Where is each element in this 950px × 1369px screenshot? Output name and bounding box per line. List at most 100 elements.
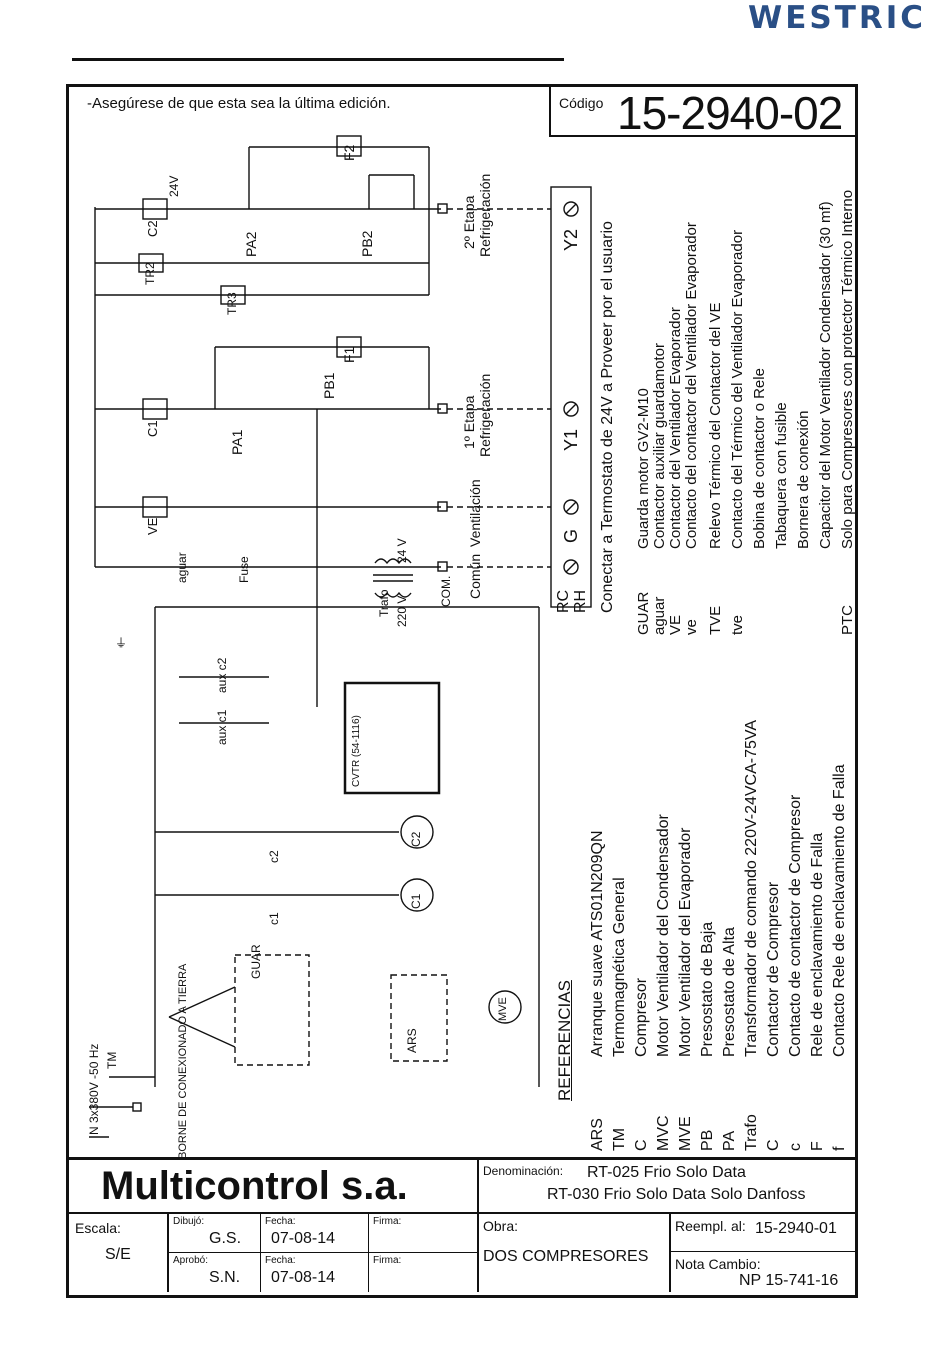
reference-text: Transformador de comando 220V-24VCA-75VA: [743, 719, 760, 1057]
denominacion-cell: Denominación: RT-025 Frio Solo Data RT-0…: [479, 1160, 855, 1214]
reference-text: Motor Ventilador del Evaporador: [677, 827, 694, 1057]
tr2-coil: [138, 253, 164, 273]
cvtr-module: [343, 681, 441, 795]
legend-text: Guarda motor GV2-M10: [635, 388, 652, 549]
reference-code: TM: [611, 1127, 628, 1151]
ars-label: ARS: [405, 1028, 419, 1053]
f1-label: F1: [341, 346, 357, 363]
legend-code: PTC: [839, 605, 856, 635]
c2-coil-label: C2: [145, 220, 160, 237]
schematic: ⏚: [89, 135, 592, 1138]
dibujo-cell: Dibujó: G.S.: [169, 1214, 261, 1253]
brand-logo: WESTRIC: [748, 0, 926, 36]
reference-code: PB: [699, 1129, 716, 1151]
obra-cell: Obra: DOS COMPRESORES: [479, 1214, 671, 1292]
ground-terminal-label: BORNE DE CONEXIONADO A TIERRA: [177, 963, 189, 1159]
legend-code: TVE: [707, 605, 724, 635]
code-value: 15-2940-02: [617, 87, 843, 139]
reference-code: MVE: [677, 1116, 694, 1151]
tr3-coil: [220, 285, 246, 305]
c1-motor: [400, 878, 434, 912]
ars-box: [390, 974, 448, 1062]
reference-code: C: [633, 1139, 650, 1151]
f2-label: F2: [341, 144, 357, 161]
etapa1-label: 1º Etapa: [461, 395, 477, 449]
aprobo-cell: Aprobó: S.N.: [169, 1253, 261, 1292]
obra-label: Obra:: [483, 1218, 519, 1234]
fecha-cell-1: Fecha: 07-08-14: [261, 1214, 369, 1253]
nota-cell: Nota Cambio: NP 15-741-16: [671, 1252, 855, 1292]
reference-code: PA: [721, 1130, 738, 1151]
denominacion-label: Denominación:: [483, 1164, 564, 1178]
reference-text: Contacto Rele de enclavamiento de Falla: [831, 764, 848, 1057]
tr3-label: TR3: [225, 292, 239, 315]
legend-code: ve: [683, 619, 700, 635]
c1-motor-label: C1: [409, 893, 423, 909]
aprobo-value: S.N.: [209, 1269, 241, 1286]
top-rule: [72, 58, 564, 61]
c2-24v-label: 24V: [167, 175, 181, 197]
thermostat-block: [550, 186, 592, 608]
supply-label: N 3x380V -50 Hz: [87, 1043, 101, 1135]
reference-text: Termomagnética General: [611, 877, 628, 1057]
fecha-value-1: 07-08-14: [271, 1230, 336, 1247]
ve-coil-label: VE: [145, 517, 160, 535]
refrigeracion-1-label: Refrigeración: [477, 373, 493, 457]
legend-text: Contactor auxiliar guardamotor: [651, 343, 668, 549]
legend-text: Contacto del contactor del Ventilador Ev…: [683, 222, 700, 549]
reference-text: Contactor de Compresor: [765, 881, 782, 1057]
tm-label: TM: [105, 1051, 119, 1069]
denominacion-1: RT-025 Frio Solo Data: [587, 1164, 746, 1181]
reference-code: MVC: [655, 1115, 672, 1151]
code-box: Código 15-2940-02: [549, 87, 855, 139]
reempl-cell: Reempl. al: 15-2940-01: [671, 1214, 855, 1252]
f2-coil: [336, 135, 362, 157]
c1-contact-label: c1: [267, 912, 281, 925]
y1-label: Y1: [561, 428, 581, 451]
c2-motor: [400, 815, 434, 849]
guar-box: [234, 954, 310, 1066]
g-label: G: [561, 528, 581, 543]
tr2-label: TR2: [143, 262, 157, 285]
aux-c1-label: aux c1: [215, 709, 229, 745]
ve-coil: [142, 496, 168, 518]
legend-text: Tabaquera con fusible: [773, 402, 790, 549]
code-label: Código: [559, 95, 604, 111]
reference-text: Motor Ventilador del Condensador: [655, 814, 672, 1057]
legend-code: GUAR: [635, 591, 652, 635]
reempl-value: 15-2940-01: [755, 1220, 837, 1237]
c1-coil-label: C1: [145, 420, 160, 437]
legend-text: Solo para Compresores con protector Térm…: [839, 189, 856, 549]
legend-code: tve: [729, 614, 746, 635]
reference-code: C: [765, 1139, 782, 1151]
pa2-label: PA2: [243, 231, 259, 257]
reference-text: Contacto de contactor de Compresor: [787, 794, 804, 1057]
reference-text: Compresor: [633, 977, 650, 1057]
reference-text: Presostato de Alta: [721, 927, 738, 1057]
company-name: Multicontrol s.a.: [101, 1164, 408, 1208]
legend-text: Bobina de contactor o Rele: [751, 368, 768, 549]
legend-code: aguar: [651, 596, 668, 635]
etapa2-label: 2º Etapa: [461, 195, 477, 249]
firma-label: Firma:: [373, 1255, 402, 1266]
thermostat-note: Conectar a Termostato de 24V a Proveer p…: [599, 221, 616, 613]
dibujo-label: Dibujó:: [173, 1216, 205, 1227]
cvtr-label: CVTR (54-1116): [351, 715, 362, 787]
pb1-label: PB1: [321, 372, 337, 399]
trafo-primary: [374, 591, 412, 598]
legend-text: Bornera de conexión: [795, 410, 812, 549]
company-cell: Multicontrol s.a.: [69, 1160, 479, 1214]
rcrh-label: RC RH: [555, 589, 589, 613]
firma-cell-2: Firma:: [369, 1253, 479, 1292]
legend-text: Contactor del Ventilador Evaporador: [667, 307, 684, 549]
fecha-label: Fecha:: [265, 1216, 296, 1227]
escala-value: S/E: [105, 1246, 131, 1263]
trafo-220-label: 220 V: [395, 595, 409, 627]
mve-label: MVE: [497, 997, 509, 1021]
c2-contact-label: c2: [267, 850, 281, 863]
reference-text: Rele de enclavamiento de Falla: [809, 832, 826, 1057]
refrigeracion-2-label: Refrigeración: [477, 173, 493, 257]
f1-coil: [336, 336, 362, 358]
firma-label: Firma:: [373, 1216, 402, 1227]
fecha-value-2: 07-08-14: [271, 1269, 336, 1286]
